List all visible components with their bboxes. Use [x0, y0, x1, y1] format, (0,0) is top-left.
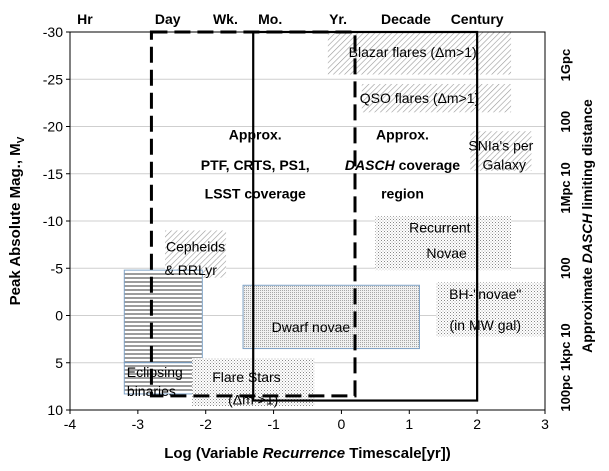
region-label: Cepheids	[166, 239, 225, 255]
coverage-label-1: DASCH coverage	[345, 157, 460, 173]
coverage-label-0: Approx.	[229, 127, 282, 143]
region-label: Blazar flares (Δm>1)	[349, 44, 477, 60]
region-label: & RRLyr	[165, 262, 218, 278]
region-label: binaries	[127, 383, 176, 399]
region-label: QSO flares (Δm>1)	[360, 90, 479, 106]
region-label: (Δm >1)	[228, 392, 278, 408]
coverage-label-0: PTF, CRTS, PS1,	[201, 157, 310, 173]
x-axis-title: Log (Variable Recurrence Timescale[yr])	[164, 445, 451, 462]
region-label: SNIa's per	[468, 137, 533, 153]
region-label: Novae	[426, 245, 467, 261]
x-tick-label: -1	[267, 416, 280, 432]
region-snia-s-per	[470, 131, 532, 155]
y-tick-label: -20	[43, 119, 63, 135]
region-label: Flare Stars	[212, 369, 280, 385]
right-distance-label: 100	[558, 111, 573, 133]
region-eclipsing	[123, 269, 203, 364]
right-axis-title: Approximate DASCH limiting distance	[579, 99, 595, 353]
region-galaxy	[470, 154, 532, 171]
region-bh-novae-	[436, 282, 545, 307]
right-distance-label: 1Gpc	[558, 49, 573, 82]
right-distance-label: 100	[558, 257, 573, 279]
y-tick-label: -25	[43, 71, 63, 87]
region-cepheids	[165, 230, 227, 259]
y-tick-label: -30	[43, 24, 63, 40]
object-regions	[123, 32, 545, 407]
region-label: Dwarf novae	[272, 319, 351, 335]
region-dwarf-novae	[242, 284, 420, 350]
region-novae	[375, 239, 512, 271]
top-label: Yr.	[329, 11, 347, 27]
region-blazar-flares-m-1-	[327, 32, 512, 75]
axes	[66, 31, 546, 414]
region-label: BH-"novae"	[449, 286, 521, 302]
top-label: Century	[451, 11, 504, 27]
x-tick-label: 1	[405, 416, 413, 432]
region-label: (in MW gal)	[450, 317, 522, 333]
x-tick-label: -3	[132, 416, 145, 432]
top-label: Mo.	[258, 11, 282, 27]
x-tick-label: -2	[199, 416, 212, 432]
right-distance-label: 100pc 1kpc 10	[558, 323, 573, 411]
region-label: Galaxy	[482, 156, 526, 172]
y-tick-label: 10	[47, 402, 63, 418]
region-label: Eclipsing	[127, 364, 183, 380]
coverage-label-1: region	[381, 185, 424, 201]
top-label: Day	[155, 11, 181, 27]
x-tick-label: 0	[338, 416, 346, 432]
x-tick-label: 3	[541, 416, 549, 432]
y-tick-label: 0	[55, 308, 63, 324]
region-qso-flares-m-1-	[361, 83, 512, 113]
top-label: Decade	[381, 11, 431, 27]
x-tick-label: 2	[473, 416, 481, 432]
region-label: Recurrent	[409, 220, 471, 236]
y-tick-label: 5	[55, 355, 63, 371]
y-tick-label: -15	[43, 166, 63, 182]
y-tick-label: -10	[43, 213, 63, 229]
right-distance-label: 1Mpc 10	[558, 162, 573, 213]
coverage-label-1: Approx.	[376, 127, 429, 143]
coverage-label-0: LSST coverage	[205, 185, 306, 201]
y-tick-label: -5	[51, 260, 64, 276]
region--in-mw-gal-	[436, 306, 545, 337]
region-binaries	[123, 362, 203, 395]
x-tick-label: -4	[64, 416, 77, 432]
top-label: Hr	[77, 11, 93, 27]
top-label: Wk.	[213, 11, 238, 27]
y-axis-title: Peak Absolute Mag., MV	[7, 136, 27, 305]
